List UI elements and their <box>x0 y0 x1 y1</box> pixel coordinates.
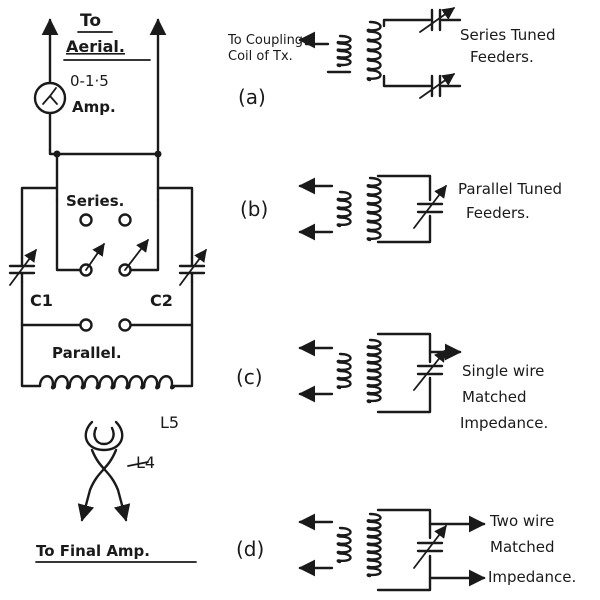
panel-d-caption-line1: Two wire <box>489 512 554 530</box>
panel-d-caption-line3: Impedance. <box>488 568 576 586</box>
to-final-amp-label: To Final Amp. <box>36 542 150 560</box>
panel-d-wire-bottom <box>376 554 432 592</box>
parallel-terminals <box>79 318 132 332</box>
panel-d-small-coil-icon <box>336 526 352 564</box>
panel-c-caption-line2: Matched <box>462 388 527 406</box>
series-terminals <box>79 213 132 277</box>
panel-a-capacitor-top-icon <box>419 7 456 33</box>
panel-c-big-coil-icon <box>366 338 382 404</box>
meter-range-label: 0-1·5 <box>70 72 109 90</box>
series-label: Series. <box>66 192 124 210</box>
panel-a-caption-line1: Series Tuned <box>460 26 556 44</box>
panel-d-big-coil-icon <box>366 512 382 578</box>
panel-b-capacitor-icon <box>413 184 447 229</box>
panel-a-feeder-top <box>382 18 432 28</box>
panel-a-lead-top <box>298 31 330 49</box>
panel-a-big-coil-icon <box>366 20 382 82</box>
panel-a-note-line1: To Coupling <box>227 33 303 48</box>
panel-a-feeder-bottom <box>382 74 432 88</box>
panel-c: Single wire Matched Impedance. (c) <box>236 332 548 432</box>
right-loop-wire-lower <box>172 280 194 388</box>
switch-arm-left <box>85 242 105 271</box>
panel-d: Two wire Matched Impedance. (d) <box>236 508 576 592</box>
panel-d-caption-line2: Matched <box>490 538 555 556</box>
panel-a: To Coupling Coil of Tx. Series Tuned Fee… <box>227 7 556 109</box>
panel-b-small-coil-icon <box>336 190 352 228</box>
c2-variable-capacitor-icon <box>178 248 207 286</box>
panel-c-letter: (c) <box>236 365 263 389</box>
panel-c-caption-line3: Impedance. <box>460 414 548 432</box>
switch-wire <box>129 198 160 272</box>
panel-b-wire-bottom <box>376 214 432 244</box>
l5-coil-icon <box>38 375 176 390</box>
left-loop-wire <box>20 148 59 260</box>
c1-label: C1 <box>30 291 53 310</box>
l4-label: L4 <box>136 453 155 472</box>
panel-b-caption-line2: Feeders. <box>466 204 530 222</box>
right-loop-wire <box>156 152 194 260</box>
panel-d-capacitor-icon <box>413 524 447 569</box>
to-aerial-label-line2: Aerial. <box>66 37 125 56</box>
panel-c-caption-line1: Single wire <box>462 362 544 380</box>
panel-a-small-coil-icon <box>336 34 352 68</box>
panel-b-caption-line1: Parallel Tuned <box>458 180 562 198</box>
l5-label: L5 <box>160 413 179 432</box>
panel-b-letter: (b) <box>240 197 268 221</box>
ammeter-icon <box>33 81 67 115</box>
to-aerial-label-line1: To <box>80 11 101 31</box>
switch-wire <box>55 198 82 272</box>
panel-a-caption-line2: Feeders. <box>470 48 534 66</box>
left-loop-wire-lower <box>20 280 42 388</box>
panel-a-capacitor-bottom-icon <box>419 73 456 99</box>
panel-a-note-line2: Coil of Tx. <box>228 49 293 64</box>
panel-d-letter: (d) <box>236 537 264 561</box>
panel-a-letter: (a) <box>238 85 266 109</box>
c2-label: C2 <box>150 291 173 310</box>
panel-d-wire-top <box>376 508 432 540</box>
switch-arm-right <box>124 239 149 271</box>
meter-unit-label: Amp. <box>72 98 116 116</box>
panel-c-capacitor-icon <box>413 349 447 391</box>
c1-variable-capacitor-icon <box>8 248 37 286</box>
panel-b-wire-top <box>376 174 432 202</box>
l4-coil-icon <box>77 420 149 522</box>
parallel-label: Parallel. <box>52 344 122 362</box>
panel-c-small-coil-icon <box>336 352 352 390</box>
main-circuit: To Aerial. 0-1·5 Amp. Series. C1 C2 Para… <box>8 11 207 563</box>
panel-b-big-coil-icon <box>366 176 382 242</box>
panel-c-wire-bottom <box>376 376 432 414</box>
panel-c-wire-top <box>376 332 432 364</box>
panel-b: Parallel Tuned Feeders. (b) <box>240 174 562 244</box>
